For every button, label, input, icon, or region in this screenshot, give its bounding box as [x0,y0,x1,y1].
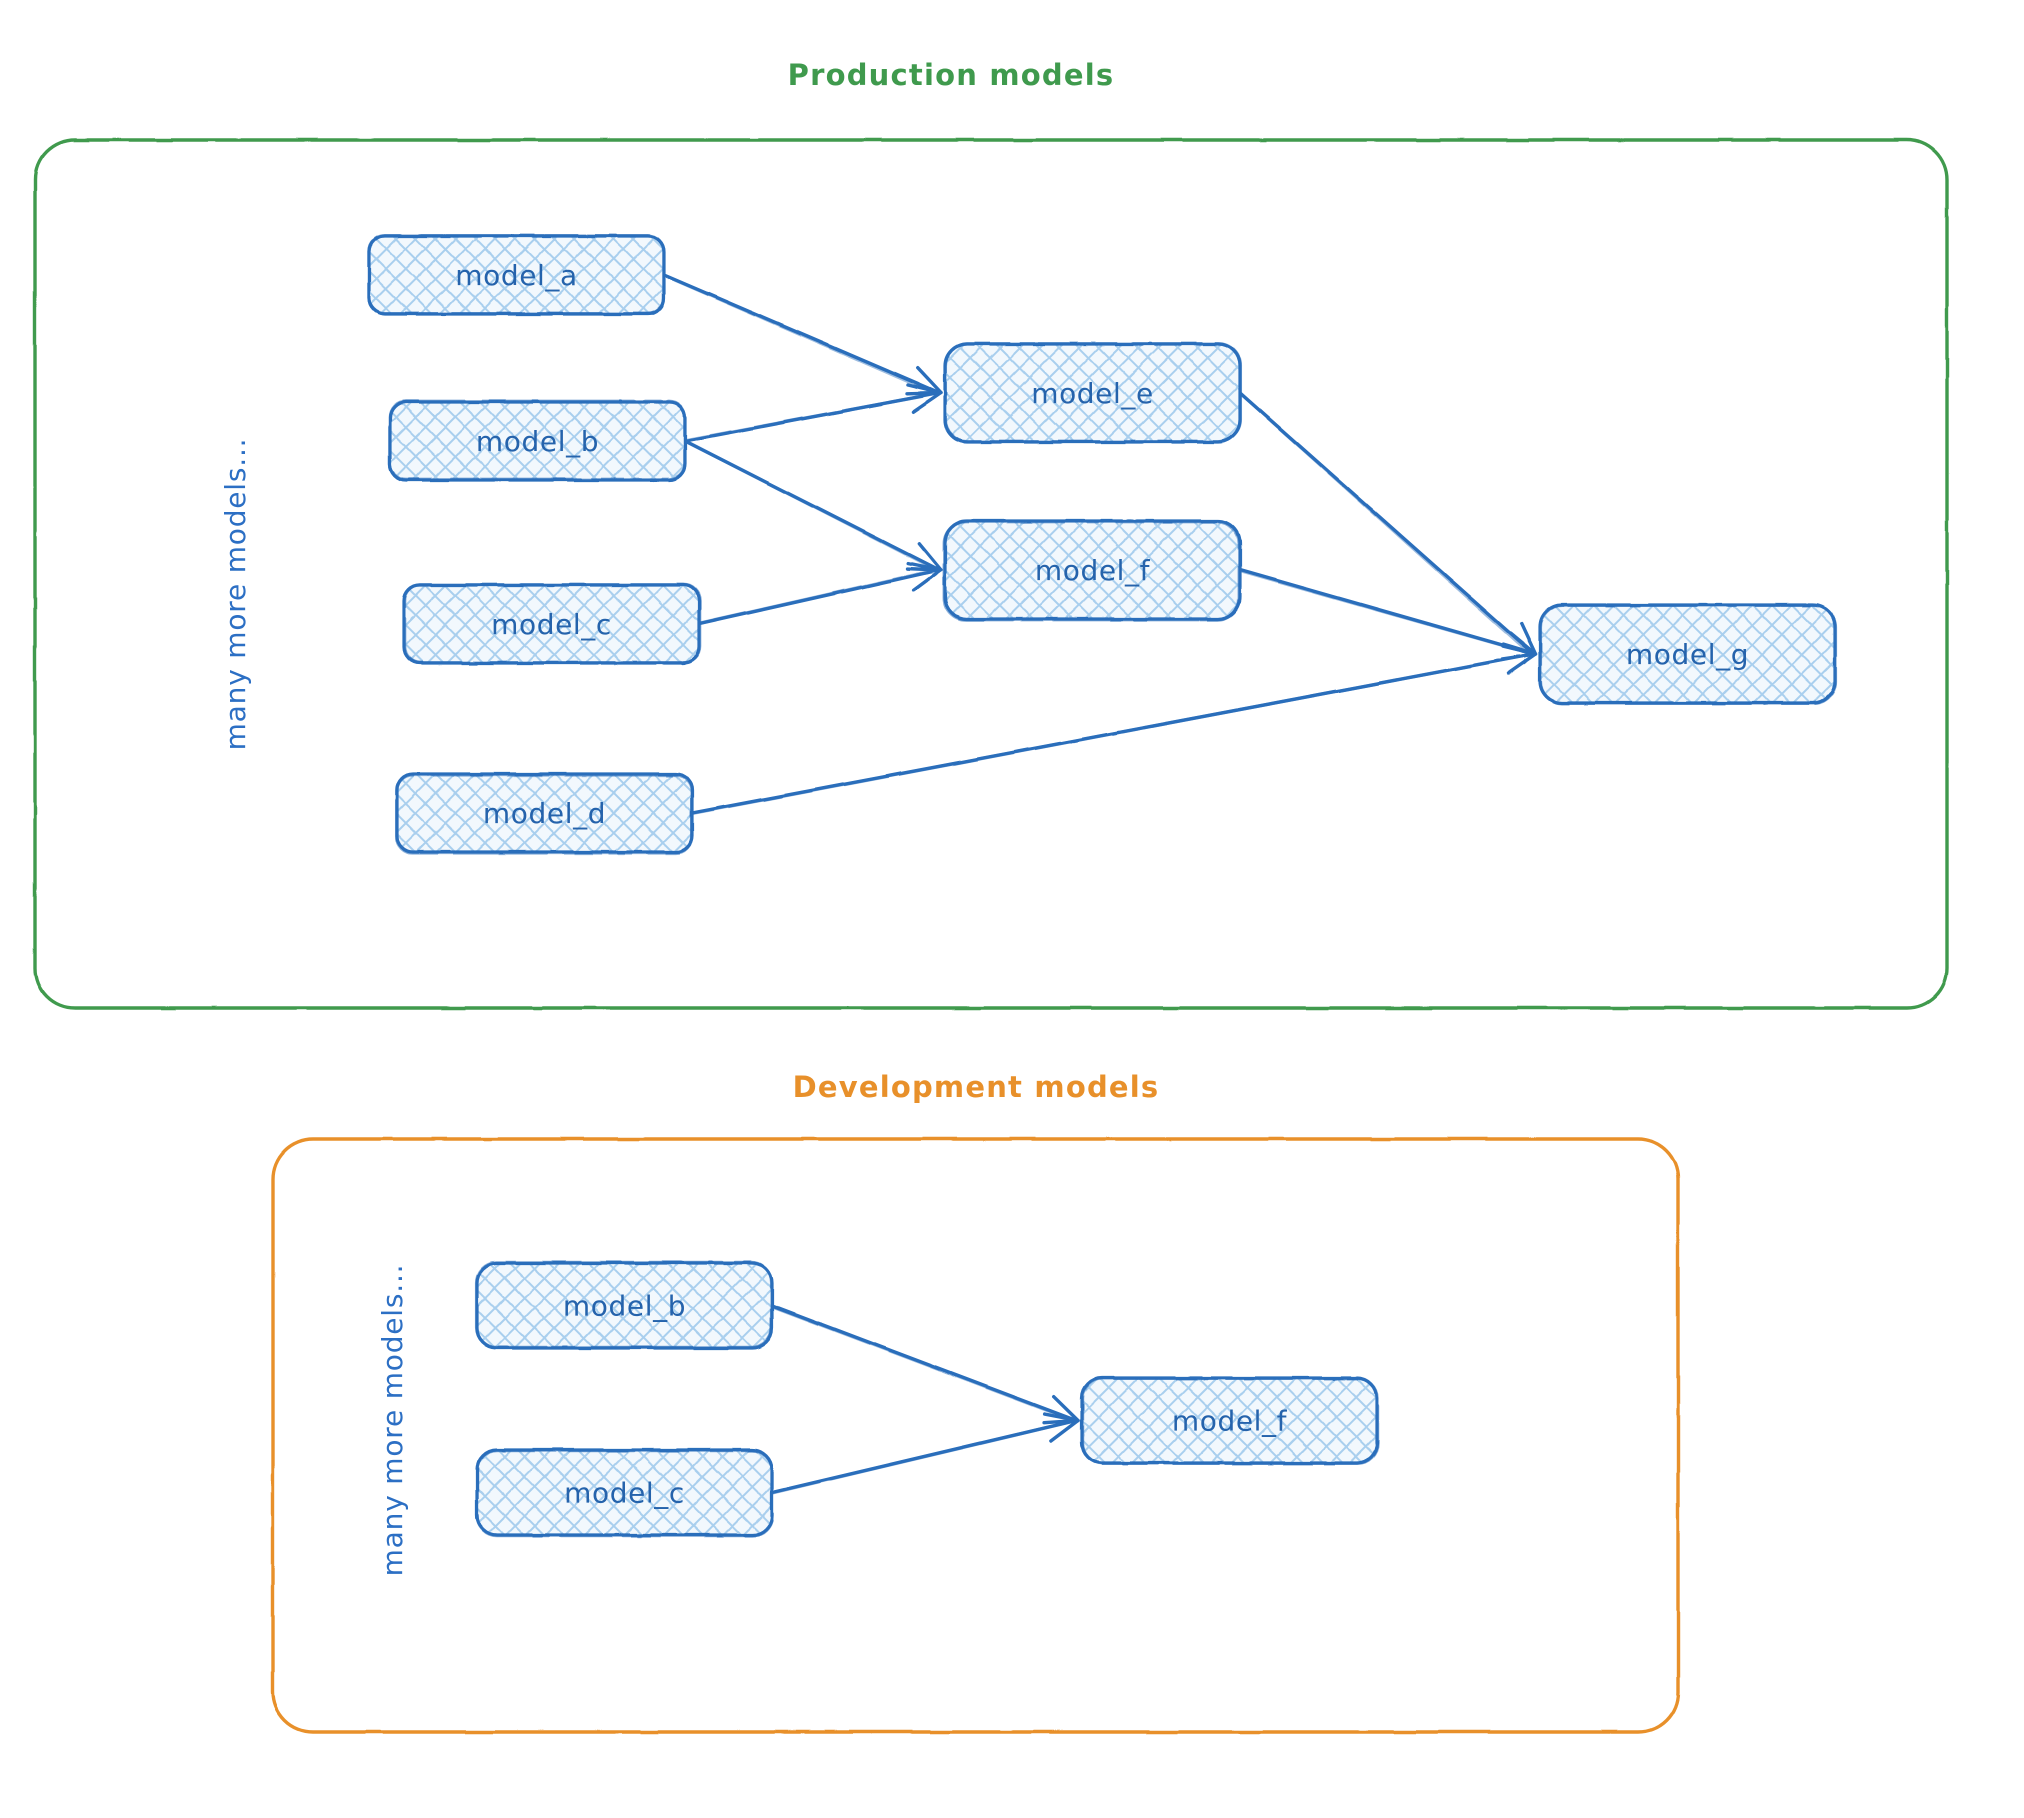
node-model_e[interactable]: model_e [943,342,1243,444]
node-label: model_b [476,425,599,458]
node-model_g[interactable]: model_g [1538,603,1838,706]
arrow-head [906,561,943,592]
edge-line-shadow [1237,569,1535,656]
node-label: model_g [1626,638,1749,671]
side-label-production: many more models... [219,438,252,751]
node-model_b[interactable]: model_b [388,399,687,482]
node-box-outline [943,342,1243,444]
edge-production-3 [696,561,943,626]
edge-line-shadow [769,1304,1075,1422]
node-model_a[interactable]: model_a [367,234,666,316]
node-box-outline [1538,603,1838,706]
edge-production-0 [661,273,943,396]
node-model_f[interactable]: model_f [942,519,1242,622]
edge-line-shadow [661,273,939,396]
node-label: model_c [564,1477,685,1510]
node-dev_model_c[interactable]: model_c [475,1448,774,1538]
side-label-development: many more models... [376,1264,409,1577]
node-layer-development: model_b model_c model_f [474,1260,1380,1538]
group-container-production [33,138,1949,1010]
node-box-outline [942,520,1241,622]
node-label: model_f [1172,1405,1288,1438]
node-model_d[interactable]: model_d [394,772,694,855]
node-box-outline [394,773,694,855]
node-box-outline [367,234,666,316]
edge-development-0 [769,1303,1080,1425]
arrow-head [1042,1412,1080,1443]
group-title-development: Development models [793,1070,1160,1104]
group-development: Development models many more models... mod… [271,1070,1680,1734]
edge-development-1 [769,1412,1080,1495]
node-label: model_a [455,259,578,292]
node-box-outline [403,583,702,665]
node-model_c[interactable]: model_c [402,583,702,665]
node-box-outline [475,1449,774,1538]
node-box-outline [474,1260,774,1349]
group-production: Production models many more models... mode… [33,58,1949,1010]
edge-line-shadow [683,391,940,442]
group-container-development [271,1137,1680,1734]
node-dev_model_f[interactable]: model_f [1080,1376,1380,1465]
node-label: model_c [491,608,612,641]
edge-production-2 [683,439,943,573]
node-label: model_b [563,1290,686,1323]
node-box-outline [388,399,687,481]
edge-line-shadow [696,568,939,626]
edge-production-4 [1237,390,1538,657]
edge-layer-development [769,1303,1080,1495]
node-box-outline [1081,1376,1380,1465]
edge-production-1 [683,383,943,443]
edge-layer-production [661,273,1538,816]
edge-line-shadow [689,652,1535,816]
node-label: model_e [1031,377,1154,410]
node-dev_model_b[interactable]: model_b [474,1260,774,1350]
node-label: model_d [483,797,606,830]
edge-line-shadow [769,1419,1076,1495]
edge-line-shadow [1237,390,1534,657]
node-label: model_f [1035,554,1151,587]
arrow-head [906,383,943,414]
edge-production-6 [689,644,1538,816]
arrow-head [1501,644,1538,676]
edge-line-shadow [683,439,940,573]
group-title-production: Production models [788,58,1115,92]
node-layer-production: model_a model_b model_c model_d model_emodel… [367,234,1838,855]
